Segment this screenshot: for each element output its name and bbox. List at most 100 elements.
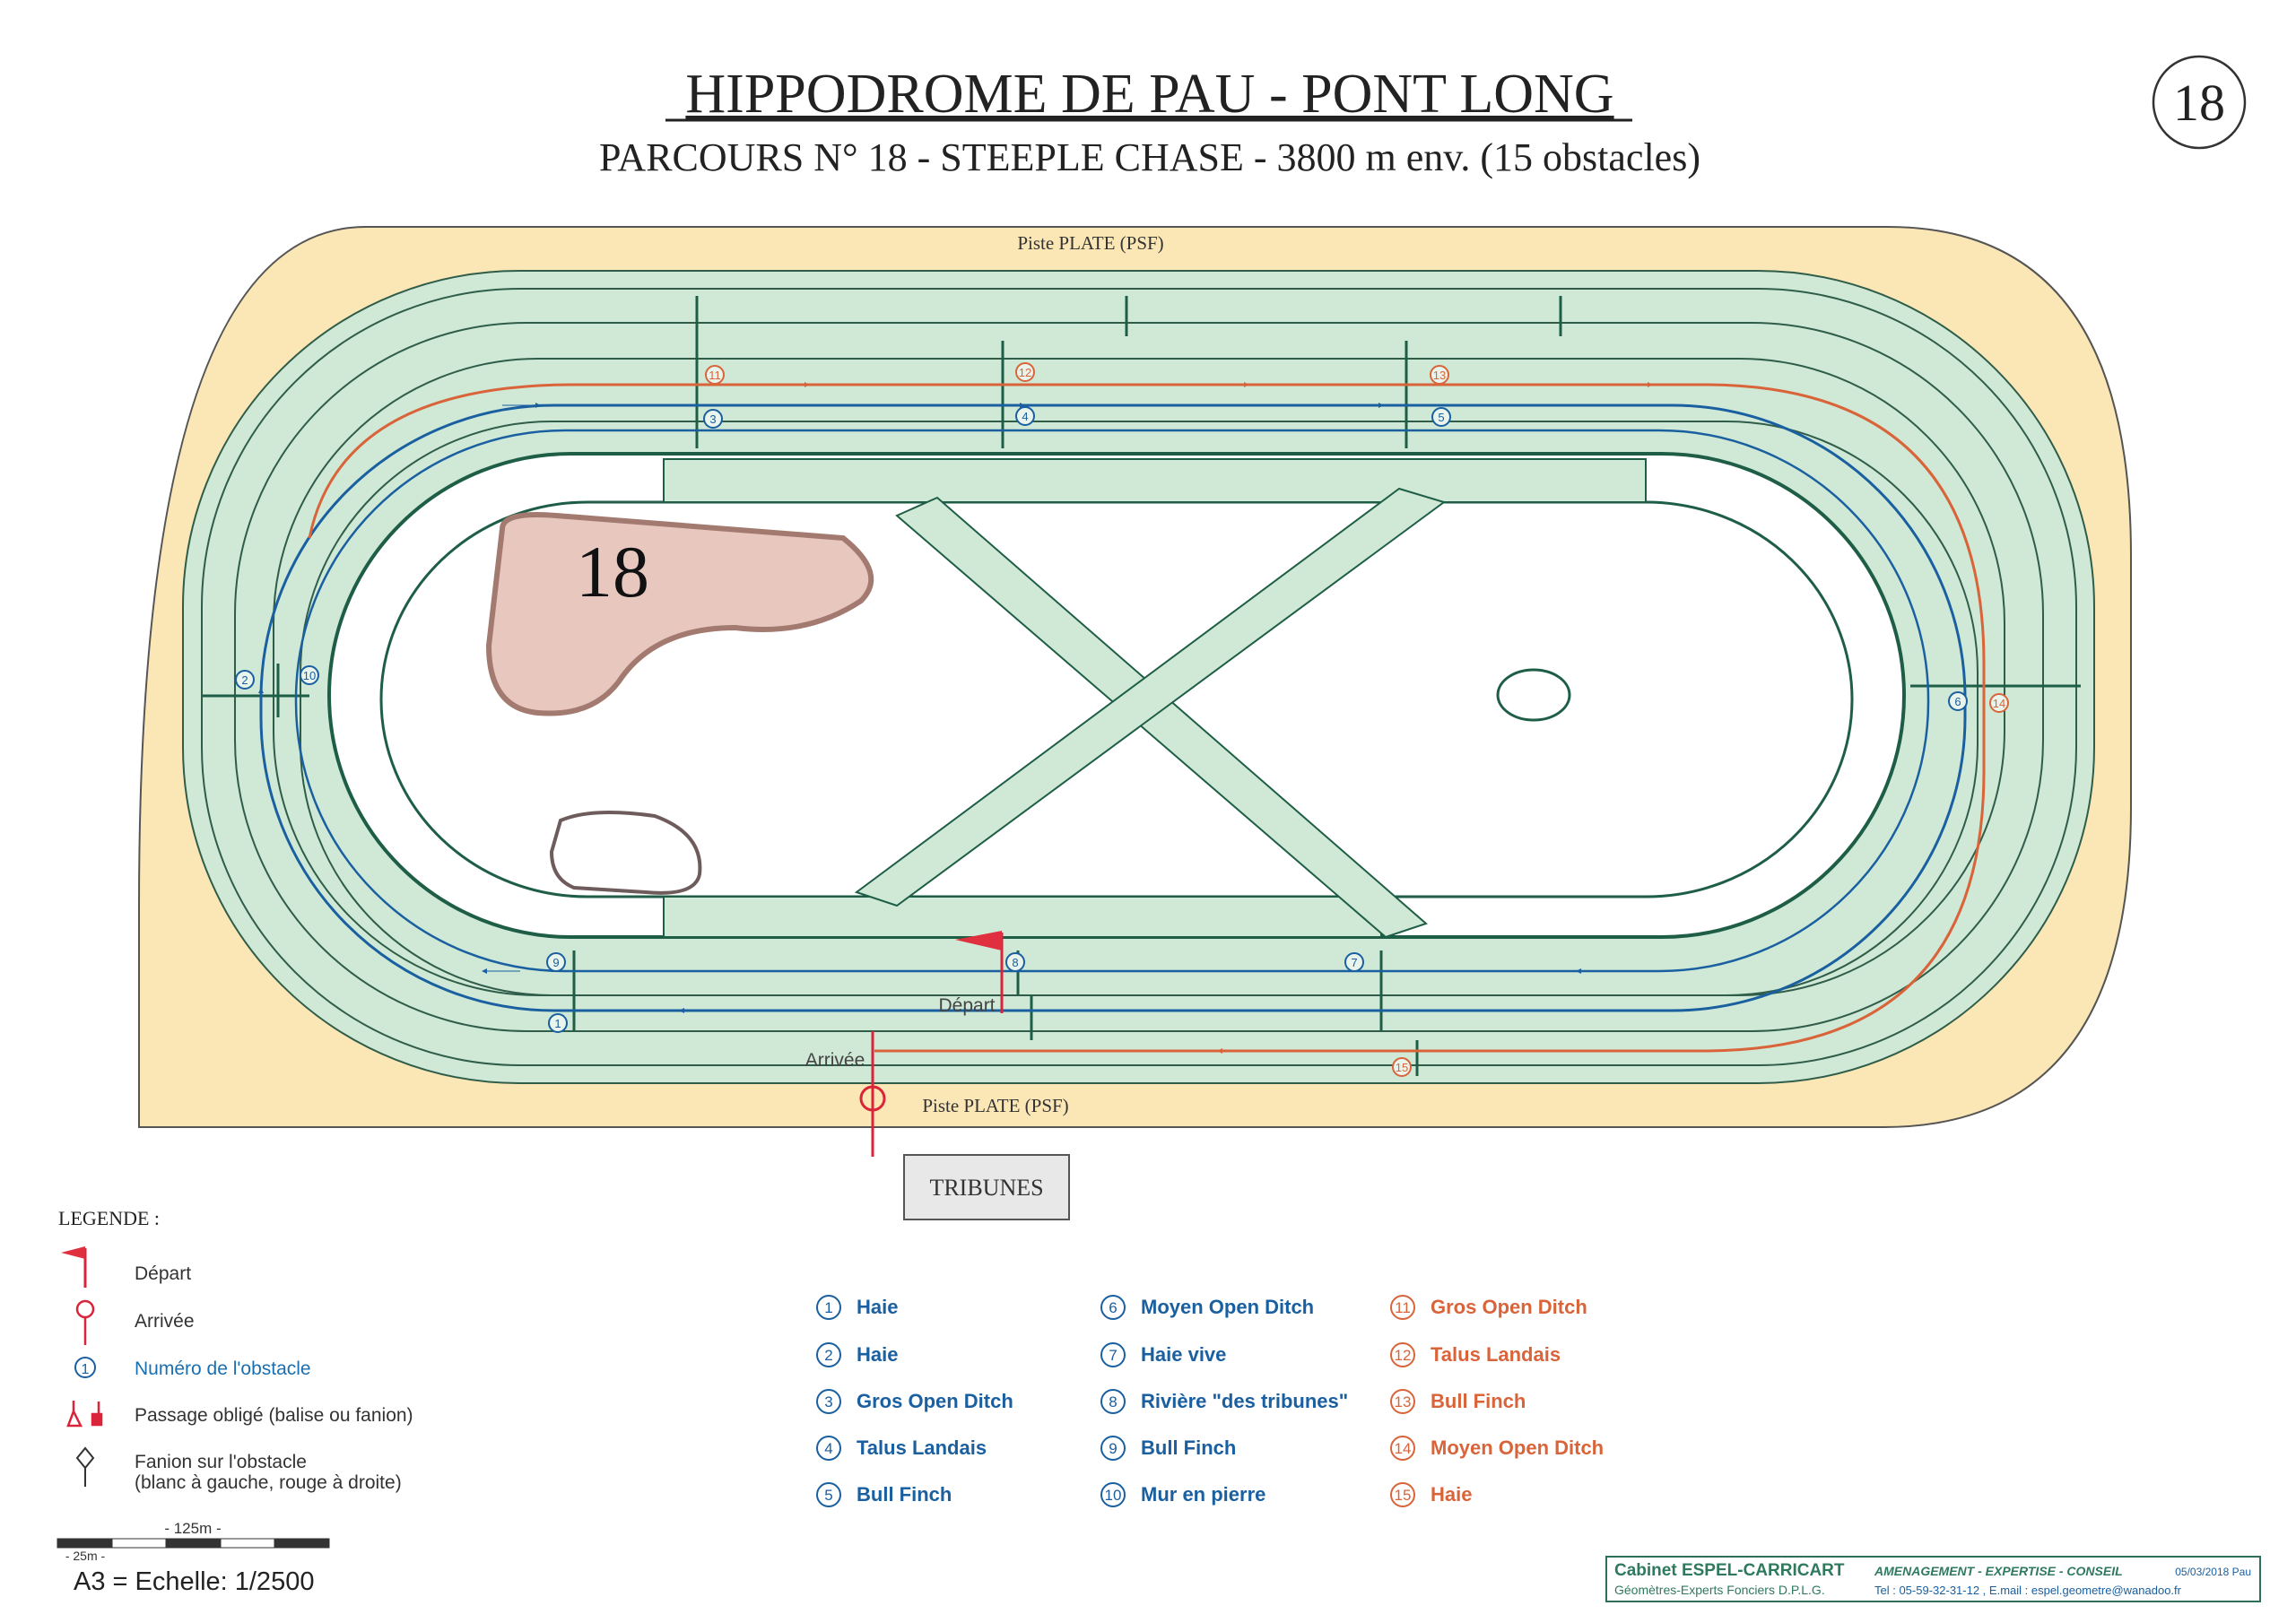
obstacle-marker-number: 9 bbox=[552, 956, 559, 969]
obstacle-marker: 12 bbox=[1015, 362, 1035, 382]
obstacle-marker-number: 1 bbox=[554, 1017, 561, 1030]
obstacle-name: Gros Open Ditch bbox=[1431, 1296, 1587, 1318]
legend-obstacle-number-label: Numéro de l'obstacle bbox=[135, 1358, 311, 1379]
legend-marker-flag-icon bbox=[66, 1401, 103, 1428]
obstacle-marker: 3 bbox=[703, 409, 723, 429]
scale-bottom-label: - 25m - bbox=[65, 1549, 106, 1563]
obstacle-marker: 13 bbox=[1430, 365, 1449, 385]
obstacle-marker-number: 5 bbox=[1438, 411, 1444, 424]
rail-1 bbox=[201, 288, 2077, 1066]
obstacle-number: 7 bbox=[1109, 1347, 1117, 1364]
obstacle-number: 2 bbox=[824, 1347, 832, 1364]
course-badge: 18 bbox=[2173, 74, 2225, 132]
obstacle-marker: 6 bbox=[1948, 691, 1968, 711]
obstacle-number: 1 bbox=[824, 1299, 832, 1316]
obstacle-name: Mur en pierre bbox=[1141, 1483, 1265, 1506]
legend-marker-flag-label: Passage obligé (balise ou fanion) bbox=[135, 1405, 413, 1426]
obstacle-name: Rivière "des tribunes" bbox=[1141, 1390, 1348, 1412]
obstacle-name: Talus Landais bbox=[857, 1436, 987, 1459]
svg-text:1: 1 bbox=[82, 1362, 90, 1377]
obstacle-list-item: 12 Talus Landais bbox=[1390, 1342, 1561, 1367]
footer-profession: Géomètres-Experts Fonciers D.P.L.G. bbox=[1614, 1583, 1825, 1597]
obstacle-marker-number: 15 bbox=[1396, 1061, 1408, 1074]
obstacle-list-item: 1 Haie bbox=[816, 1295, 898, 1320]
obstacle-name: Talus Landais bbox=[1431, 1343, 1561, 1366]
obstacle-marker-number: 8 bbox=[1012, 956, 1018, 969]
obstacle-name: Haie bbox=[1431, 1483, 1472, 1506]
rail-4 bbox=[300, 421, 1979, 996]
obstacle-marker-number: 6 bbox=[1954, 695, 1961, 708]
footer-date: 05/03/2018 Pau bbox=[2175, 1566, 2251, 1578]
cross-track-a bbox=[895, 496, 1428, 939]
obstacle-name: Bull Finch bbox=[1431, 1390, 1526, 1412]
obstacle-number: 13 bbox=[1395, 1393, 1412, 1410]
infield-strip bbox=[663, 458, 1647, 503]
legend-title: LEGENDE : bbox=[58, 1207, 160, 1229]
obstacle-marker: 1 bbox=[548, 1013, 568, 1033]
top-track-label: Piste PLATE (PSF) bbox=[1017, 232, 1163, 254]
obstacle-marker-number: 12 bbox=[1019, 366, 1031, 379]
footer-company: Cabinet ESPEL-CARRICART bbox=[1614, 1561, 1845, 1580]
legend-finish-label: Arrivée bbox=[135, 1311, 195, 1332]
rail-2 bbox=[234, 322, 2044, 1032]
obstacle-number: 12 bbox=[1395, 1347, 1412, 1364]
obstacle-marker-number: 3 bbox=[709, 412, 716, 426]
obstacle-marker-number: 7 bbox=[1351, 956, 1357, 969]
obstacle-marker: 9 bbox=[546, 952, 566, 972]
legend-obstacle-flag-label2: (blanc à gauche, rouge à droite) bbox=[135, 1472, 402, 1493]
obstacle-number: 15 bbox=[1395, 1487, 1412, 1504]
obstacle-marker-number: 14 bbox=[1993, 697, 2005, 710]
obstacle-marker-number: 10 bbox=[303, 669, 316, 682]
scale-bar bbox=[57, 1538, 330, 1549]
obstacle-name: Haie bbox=[857, 1296, 898, 1318]
infield-loop-track bbox=[485, 512, 874, 716]
legend-start-icon bbox=[61, 1246, 87, 1288]
page-subtitle: PARCOURS N° 18 - STEEPLE CHASE - 3800 m … bbox=[599, 135, 1700, 179]
course-badge-circle bbox=[2152, 55, 2247, 150]
legend-obstacle-number-icon: 1 bbox=[74, 1357, 96, 1378]
obstacle-name: Moyen Open Ditch bbox=[1141, 1296, 1314, 1318]
obstacle-name: Haie vive bbox=[1141, 1343, 1226, 1366]
finish-post-icon bbox=[859, 1031, 886, 1157]
scale-text: A3 = Echelle: 1/2500 bbox=[74, 1567, 314, 1596]
legend-finish-icon bbox=[75, 1299, 95, 1345]
obstacle-list-item: 15 Haie bbox=[1390, 1482, 1472, 1507]
start-flag-icon bbox=[955, 931, 1004, 1013]
bottom-track-label: Piste PLATE (PSF) bbox=[922, 1095, 1068, 1116]
scale-top-label: - 125m - bbox=[164, 1520, 221, 1537]
obstacle-list-item: 13 Bull Finch bbox=[1390, 1389, 1526, 1414]
obstacle-number: 10 bbox=[1105, 1487, 1122, 1504]
obstacle-marker: 5 bbox=[1431, 407, 1451, 427]
obstacle-marker: 2 bbox=[235, 670, 255, 690]
stands-label: TRIBUNES bbox=[929, 1175, 1043, 1201]
red-course bbox=[308, 383, 1986, 1053]
obstacle-marker: 7 bbox=[1344, 952, 1364, 972]
obstacle-marker-number: 4 bbox=[1022, 410, 1028, 423]
start-label: Départ bbox=[938, 995, 995, 1016]
obstacle-number: 3 bbox=[824, 1393, 832, 1410]
obstacle-number: 14 bbox=[1395, 1440, 1412, 1457]
legend-start-label: Départ bbox=[135, 1263, 191, 1284]
obstacle-number: 6 bbox=[1109, 1299, 1117, 1316]
obstacle-marker-number: 2 bbox=[241, 673, 248, 687]
obstacle-marker: 4 bbox=[1015, 406, 1035, 426]
obstacle-marker-number: 13 bbox=[1433, 369, 1446, 382]
obstacle-number: 5 bbox=[824, 1487, 832, 1504]
obstacle-marker-number: 11 bbox=[709, 369, 721, 382]
legend-obstacle-flag-label: Fanion sur l'obstacle bbox=[135, 1452, 307, 1472]
obstacle-marker: 11 bbox=[705, 365, 725, 385]
infield-number: 18 bbox=[576, 531, 649, 612]
obstacle-marker: 8 bbox=[1005, 952, 1025, 972]
obstacle-marker: 14 bbox=[1989, 693, 2009, 713]
obstacle-list-item: 6 Moyen Open Ditch bbox=[1100, 1295, 1314, 1320]
infield-pond bbox=[1496, 668, 1571, 722]
